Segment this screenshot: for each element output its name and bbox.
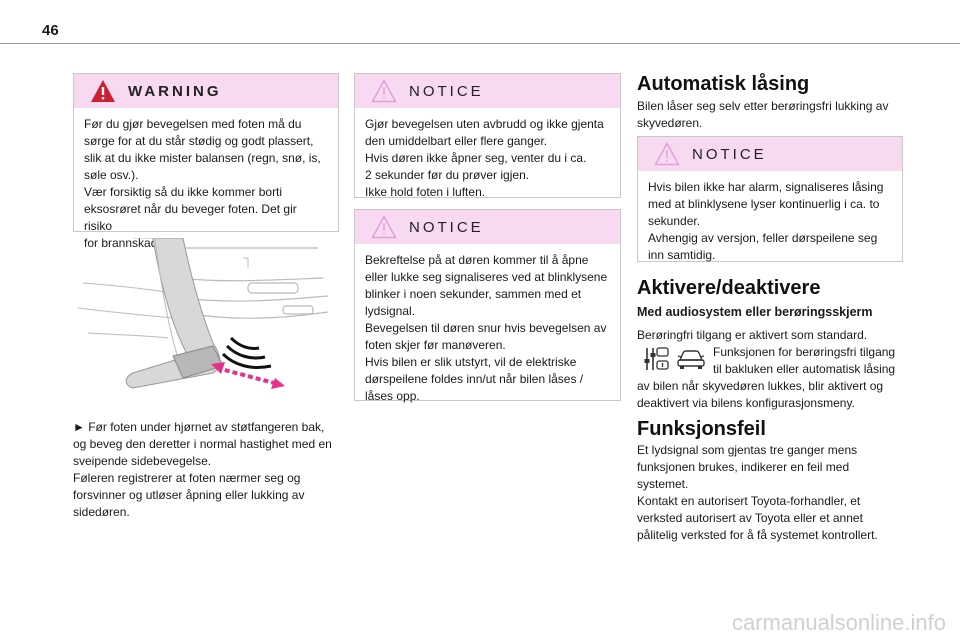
- text-line: foten skjer før manøveren.: [365, 338, 506, 352]
- text-line: deaktivert via bilens konfigurasjonsmeny…: [637, 396, 855, 410]
- text-line: for brannskader.: [84, 236, 171, 250]
- activate-line-1: Berøringfri tilgang er aktivert som stan…: [637, 328, 868, 342]
- foot-sensor-illustration: [77, 238, 329, 389]
- text-line: Kontakt en autorisert Toyota-forhandler,…: [637, 494, 861, 508]
- text-line: Føleren registrerer at foten nærmer seg …: [73, 471, 301, 485]
- text-line: pålitelig verksted for å få systemet kon…: [637, 528, 878, 542]
- warning-title: WARNING: [128, 82, 222, 100]
- text-line: sekunder.: [648, 214, 701, 228]
- text-line: sveipende sidebevegelse.: [73, 454, 212, 468]
- text-line: til bakluken eller automatisk låsing: [713, 362, 896, 376]
- notice-header: NOTICE: [638, 137, 902, 171]
- text-line: forsvinner og utløser åpning eller lukki…: [73, 488, 305, 502]
- notice-box-2: NOTICE Bekreftelse på at døren kommer ti…: [354, 209, 621, 403]
- text-line: lydsignal.: [365, 304, 416, 318]
- text-line: Hvis bilen ikke har alarm, signaliseres …: [648, 180, 884, 194]
- text-line: Vær forsiktig så du ikke kommer borti: [84, 185, 283, 199]
- heading-activate-deactivate: Aktivere/deaktivere: [637, 277, 821, 299]
- notice-text: Bekreftelse på at døren kommer til å åpn…: [355, 244, 620, 411]
- text-line: den umiddelbart eller flere ganger.: [365, 134, 548, 148]
- text-line: Hvis døren ikke åpner seg, venter du i c…: [365, 151, 587, 165]
- notice-triangle-icon: [371, 215, 397, 239]
- text-line: slik at du ikke mister balansen (regn, s…: [84, 151, 321, 165]
- notice-header: NOTICE: [355, 210, 620, 244]
- page-number: 46: [42, 22, 59, 39]
- notice-text: Hvis bilen ikke har alarm, signaliseres …: [638, 171, 902, 270]
- text-line: Bekreftelse på at døren kommer til å åpn…: [365, 253, 589, 267]
- text-line: av bilen når skyvedøren lukkes, blir akt…: [637, 379, 884, 393]
- text-line: 2 sekunder før du prøver igjen.: [365, 168, 530, 182]
- notice-title: NOTICE: [692, 145, 767, 163]
- heading-malfunction: Funksjonsfeil: [637, 418, 766, 440]
- text-line: skyvedøren.: [637, 116, 703, 130]
- text-line: Bilen låser seg selv etter berøringsfri …: [637, 99, 889, 113]
- watermark: carmanualsonline.info: [731, 610, 946, 635]
- text-line: ► Før foten under hjørnet av støtfangere…: [73, 420, 325, 434]
- text-line: låses opp.: [365, 389, 420, 403]
- text-line: Før du gjør bevegelsen med foten må du: [84, 117, 302, 131]
- text-line: verksted autorisert av Toyota eller et a…: [637, 511, 863, 525]
- heading-automatic-locking: Automatisk låsing: [637, 73, 810, 95]
- text-line: eksosrøret når du beveger foten. Det gir…: [84, 202, 297, 233]
- text-line: systemet.: [637, 477, 689, 491]
- text-line: Avhengig av versjon, feller dørspeilene …: [648, 231, 878, 245]
- left-instructions: ► Før foten under hjørnet av støtfangere…: [73, 419, 343, 521]
- activate-icon-text: Funksjonen for berøringsfri tilgang til …: [713, 344, 913, 378]
- text-line: søle osv.).: [84, 168, 139, 182]
- warning-header: WARNING: [74, 74, 338, 108]
- text-line: Bevegelsen til døren snur hvis bevegelse…: [365, 321, 607, 335]
- notice-text: Gjør bevegelsen uten avbrudd og ikke gje…: [355, 108, 620, 207]
- text-line: Gjør bevegelsen uten avbrudd og ikke gje…: [365, 117, 604, 131]
- car-icon: [677, 350, 705, 369]
- text-line: sørge for at du står stødig og godt plas…: [84, 134, 314, 148]
- header-divider: [0, 43, 960, 44]
- text-line: Funksjonen for berøringsfri tilgang: [713, 345, 896, 359]
- text-line: sidedøren.: [73, 505, 130, 519]
- notice-triangle-icon: [371, 79, 397, 103]
- text-line: eller lukke seg signaliseres ved at blin…: [365, 270, 608, 284]
- notice-box-3: NOTICE Hvis bilen ikke har alarm, signal…: [637, 136, 903, 262]
- text-line: inn samtidig.: [648, 248, 716, 262]
- text-line: med at blinklysene lyser kontinuerlig i …: [648, 197, 880, 211]
- text-line: Et lydsignal som gjentas tre ganger mens: [637, 443, 858, 457]
- warning-text: Før du gjør bevegelsen med foten må du s…: [74, 108, 338, 258]
- text-line: blinker i noen sekunder, sammen med et: [365, 287, 582, 301]
- notice-triangle-icon: [654, 142, 680, 166]
- warning-triangle-icon: [91, 80, 115, 102]
- subheading-audio-touchscreen: Med audiosystem eller berøringsskjerm: [637, 305, 873, 319]
- activate-rest-text: av bilen når skyvedøren lukkes, blir akt…: [637, 378, 912, 412]
- text-line: Hvis bilen er slik utstyrt, vil de elekt…: [365, 355, 577, 369]
- notice-header: NOTICE: [355, 74, 620, 108]
- text-line: funksjonen brukes, indikerer en feil med: [637, 460, 850, 474]
- auto-lock-text: Bilen låser seg selv etter berøringsfri …: [637, 98, 907, 132]
- notice-title: NOTICE: [409, 218, 484, 236]
- settings-sliders-icon: [642, 345, 670, 373]
- malfunction-text: Et lydsignal som gjentas tre ganger mens…: [637, 442, 912, 544]
- text-line: og beveg den deretter i normal hastighet…: [73, 437, 332, 451]
- notice-box-1: NOTICE Gjør bevegelsen uten avbrudd og i…: [354, 73, 621, 199]
- text-line: Ikke hold foten i luften.: [365, 185, 486, 199]
- text-line: dørspeilene foldes inn/ut når bilen låse…: [365, 372, 584, 386]
- warning-box: WARNING Før du gjør bevegelsen med foten…: [73, 73, 339, 250]
- notice-title: NOTICE: [409, 82, 484, 100]
